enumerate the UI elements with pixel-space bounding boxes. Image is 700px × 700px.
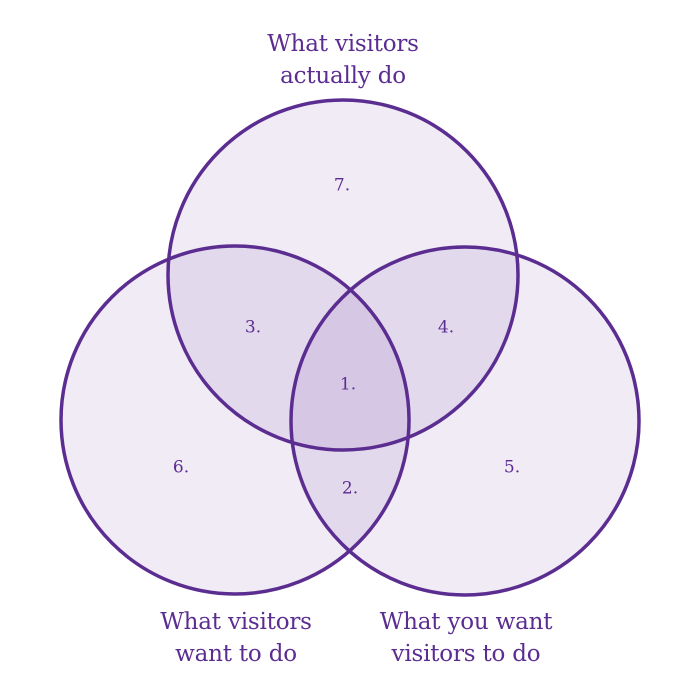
circle-right-outline <box>289 245 641 597</box>
region-label-left-only: 6. <box>173 458 189 478</box>
region-label-top-right: 4. <box>438 318 454 338</box>
region-label-right-only: 5. <box>504 458 520 478</box>
set-title-left: What visitors want to do <box>106 606 366 670</box>
region-label-top-only: 7. <box>334 176 350 196</box>
circle-left-outline <box>59 244 411 596</box>
region-label-center: 1. <box>340 375 356 395</box>
set-title-top: What visitors actually do <box>213 28 473 92</box>
circle-left-fill <box>61 246 409 594</box>
region-label-top-left: 3. <box>245 318 261 338</box>
set-title-left-line1: What visitors <box>160 609 312 635</box>
set-title-left-line2: want to do <box>175 641 297 667</box>
set-title-top-line1: What visitors <box>267 31 419 57</box>
set-title-top-line2: actually do <box>280 63 406 89</box>
set-title-right-line1: What you want <box>379 609 553 635</box>
region-label-left-right: 2. <box>342 479 358 499</box>
circle-right-fill <box>291 247 639 595</box>
set-title-right: What you want visitors to do <box>336 606 596 670</box>
circle-top-fill <box>168 100 518 450</box>
circle-top-outline <box>166 98 520 452</box>
set-title-right-line2: visitors to do <box>391 641 541 667</box>
